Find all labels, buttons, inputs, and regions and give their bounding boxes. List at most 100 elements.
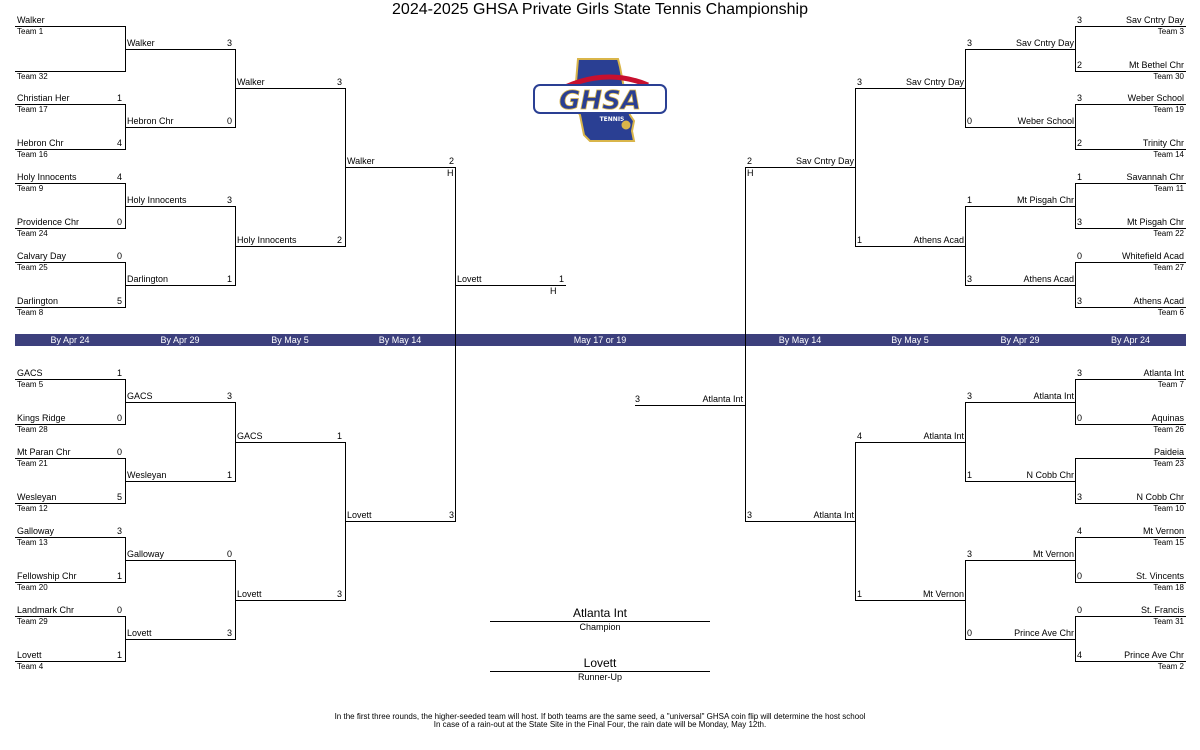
bottom-right-r1-score: 0 <box>1077 571 1083 581</box>
runner-up-name: Lovett <box>583 656 617 670</box>
bottom-left-r1-line <box>15 424 126 425</box>
final-bottom-line <box>635 405 746 406</box>
top-right-r1-seed: Team 27 <box>1153 263 1184 272</box>
top-left-r4-team-name: Walker <box>347 156 375 166</box>
champion-name: Atlanta Int <box>572 606 628 620</box>
bottom-right-r1-team-name: Mt Vernon <box>1142 526 1184 536</box>
final-bottom-score: 3 <box>635 394 641 404</box>
top-right-r1-team-name: Trinity Chr <box>1142 138 1184 148</box>
bottom-right-r2-team-name: Prince Ave Chr <box>1014 628 1074 638</box>
bottom-left-r1-team-name: Fellowship Chr <box>17 571 77 581</box>
bottom-left-r4-score: 3 <box>448 510 454 520</box>
champion-label: Champion <box>579 622 621 632</box>
bottom-right-r1-team-name: St. Vincents <box>1136 571 1184 581</box>
bottom-right-r2-line <box>965 639 1076 640</box>
top-right-r2-team-name: Mt Pisgah Chr <box>1016 195 1074 205</box>
top-right-r1-seed: Team 19 <box>1153 105 1184 114</box>
bottom-left-r1-team-name: Kings Ridge <box>17 413 66 423</box>
top-left-r1-team-name: Darlington <box>17 296 59 306</box>
bottom-right-r3-line <box>855 442 966 443</box>
bottom-right-r3-line <box>855 600 966 601</box>
top-right-r1-score: 3 <box>1077 217 1083 227</box>
top-left-r3-line <box>235 246 346 247</box>
bottom-right-r1-team-name: N Cobb Chr <box>1136 492 1184 502</box>
top-right-r1-score: 1 <box>1077 172 1083 182</box>
top-left-r1-seed: Team 32 <box>17 72 48 81</box>
bottom-right-r3-team-name: Atlanta Int <box>923 431 964 441</box>
bottom-right-r1-seed: Team 18 <box>1153 583 1184 592</box>
top-right-r3-line <box>855 246 966 247</box>
top-right-r2-line <box>965 206 1076 207</box>
round-label-right-r2: By Apr 29 <box>1000 335 1040 345</box>
top-left-r2-line <box>125 127 236 128</box>
top-left-r2-line <box>125 285 236 286</box>
bottom-right-r1-score: 0 <box>1077 605 1083 615</box>
top-left-r2-line <box>125 206 236 207</box>
bottom-left-r2-team-name: Galloway <box>127 549 165 559</box>
top-left-r3-team-name: Holy Innocents <box>237 235 297 245</box>
top-left-r1-seed: Team 17 <box>17 105 48 114</box>
bottom-left-r2-score: 1 <box>226 470 232 480</box>
top-right-r3-score: 1 <box>857 235 863 245</box>
bottom-right-r1-team-name: St. Francis <box>1140 605 1184 615</box>
bottom-left-r2-line <box>125 402 236 403</box>
final-top-score: 1 <box>558 274 564 284</box>
top-right-r1-line <box>1075 183 1186 184</box>
top-right-r2-score: 0 <box>967 116 973 126</box>
top-left-r1-seed: Team 25 <box>17 263 48 272</box>
bottom-left-r1-line <box>15 537 126 538</box>
top-right-r1-seed: Team 22 <box>1153 229 1184 238</box>
bottom-right-r1-line <box>1075 503 1186 504</box>
top-left-r1-line <box>15 262 126 263</box>
top-left-r2-team-name: Hebron Chr <box>127 116 174 126</box>
top-right-r4-team-name: Sav Cntry Day <box>795 156 854 166</box>
bottom-left-r1-team-name: Mt Paran Chr <box>17 447 71 457</box>
bottom-right-r1-score: 3 <box>1077 492 1083 502</box>
bottom-left-r2-line <box>125 560 236 561</box>
bottom-left-r1-score: 1 <box>116 571 122 581</box>
top-right-r1-team-name: Weber School <box>1127 93 1184 103</box>
bottom-left-r2-line <box>125 481 236 482</box>
bottom-left-r1-line <box>15 582 126 583</box>
top-right-r2-line <box>965 127 1076 128</box>
top-left-r1-line <box>15 183 126 184</box>
top-right-r1-seed: Team 30 <box>1153 72 1184 81</box>
top-right-r1-seed: Team 6 <box>1157 308 1184 317</box>
bottom-left-r3-score: 3 <box>336 589 342 599</box>
top-right-r3-score: 3 <box>857 77 863 87</box>
top-right-r2-team-name: Weber School <box>1017 116 1074 126</box>
top-left-r1-seed: Team 24 <box>17 229 48 238</box>
top-left-r1-team-name: Christian Her <box>17 93 70 103</box>
bottom-left-r1-line <box>15 458 126 459</box>
top-right-r1-line <box>1075 149 1186 150</box>
bottom-left-r2-score: 3 <box>226 628 232 638</box>
svg-text:TENNIS: TENNIS <box>600 116 625 123</box>
bottom-right-r1-line <box>1075 582 1186 583</box>
top-right-r1-seed: Team 14 <box>1153 150 1184 159</box>
top-left-r3-score: 2 <box>336 235 342 245</box>
top-right-r1-score: 2 <box>1077 138 1083 148</box>
bottom-right-r2-line <box>965 481 1076 482</box>
bottom-left-r1-seed: Team 13 <box>17 538 48 547</box>
bottom-right-r4-team-name: Atlanta Int <box>813 510 854 520</box>
round-label-left-r3: By May 5 <box>271 335 309 345</box>
bottom-right-r2-line <box>965 560 1076 561</box>
bottom-right-r1-line <box>1075 424 1186 425</box>
top-right-r2-line <box>965 49 1076 50</box>
top-right-r1-team-name: Whitefield Acad <box>1121 251 1184 261</box>
bottom-left-r3-team-name: GACS <box>237 431 263 441</box>
bottom-right-r1-line <box>1075 616 1186 617</box>
top-right-r2-team-name: Sav Cntry Day <box>1015 38 1074 48</box>
bottom-left-r1-line <box>15 616 126 617</box>
top-left-r1-score: 0 <box>116 217 122 227</box>
top-right-r1-score: 3 <box>1077 15 1083 25</box>
top-left-r1-team-name: Providence Chr <box>17 217 80 227</box>
bottom-right-r1-team-name: Paideia <box>1153 447 1184 457</box>
ghsa-tennis-logo-icon: GHSA TENNIS <box>530 55 670 145</box>
bottom-left-r3-score: 1 <box>336 431 342 441</box>
top-right-r1-line <box>1075 71 1186 72</box>
bottom-left-r1-seed: Team 4 <box>17 662 44 671</box>
top-right-r1-team-name: Savannah Chr <box>1126 172 1184 182</box>
bottom-right-r3-score: 1 <box>857 589 863 599</box>
final-top-team-name: Lovett <box>457 274 482 284</box>
